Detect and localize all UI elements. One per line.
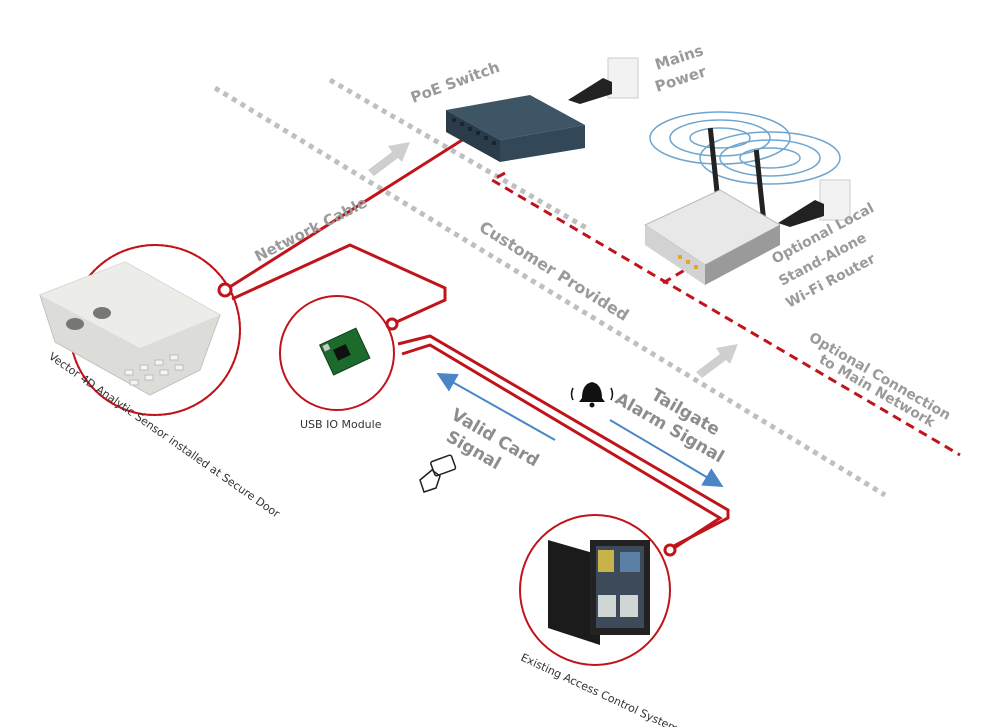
optional-cable-lines — [488, 171, 961, 457]
optional-connection-label-line1: Optional Connection — [806, 330, 953, 424]
poe-switch-image — [446, 95, 585, 162]
access-control-node — [519, 514, 677, 666]
usb-io-board-image — [319, 327, 371, 376]
access-control-panel-image — [548, 540, 650, 645]
usb-io-node — [279, 295, 399, 411]
usb-io-label: USB IO Module — [300, 418, 382, 431]
bell-icon — [570, 382, 614, 408]
access-control-label: Existing Access Control System — [519, 651, 681, 727]
plug-icon — [778, 179, 851, 227]
valid-card-arrow — [436, 373, 556, 441]
flow-arrow-upper — [368, 142, 410, 176]
poe-switch-label: PoE Switch — [408, 58, 502, 107]
network-cable-lines — [224, 128, 730, 554]
plug-icon — [568, 57, 639, 104]
boundary-line-lower — [328, 77, 592, 233]
router-image — [643, 127, 782, 285]
network-cable-label: Network Cable — [252, 193, 371, 265]
wifi-waves-icon — [649, 111, 841, 185]
flow-arrow-lower — [696, 344, 738, 378]
customer-provided-label: Customer Provided — [476, 217, 632, 325]
tailgate-arrow — [609, 419, 724, 488]
sensor-device-image — [39, 261, 221, 396]
boundary-line-upper — [213, 85, 887, 498]
card-icon — [419, 454, 457, 493]
sensor-node — [39, 244, 241, 416]
